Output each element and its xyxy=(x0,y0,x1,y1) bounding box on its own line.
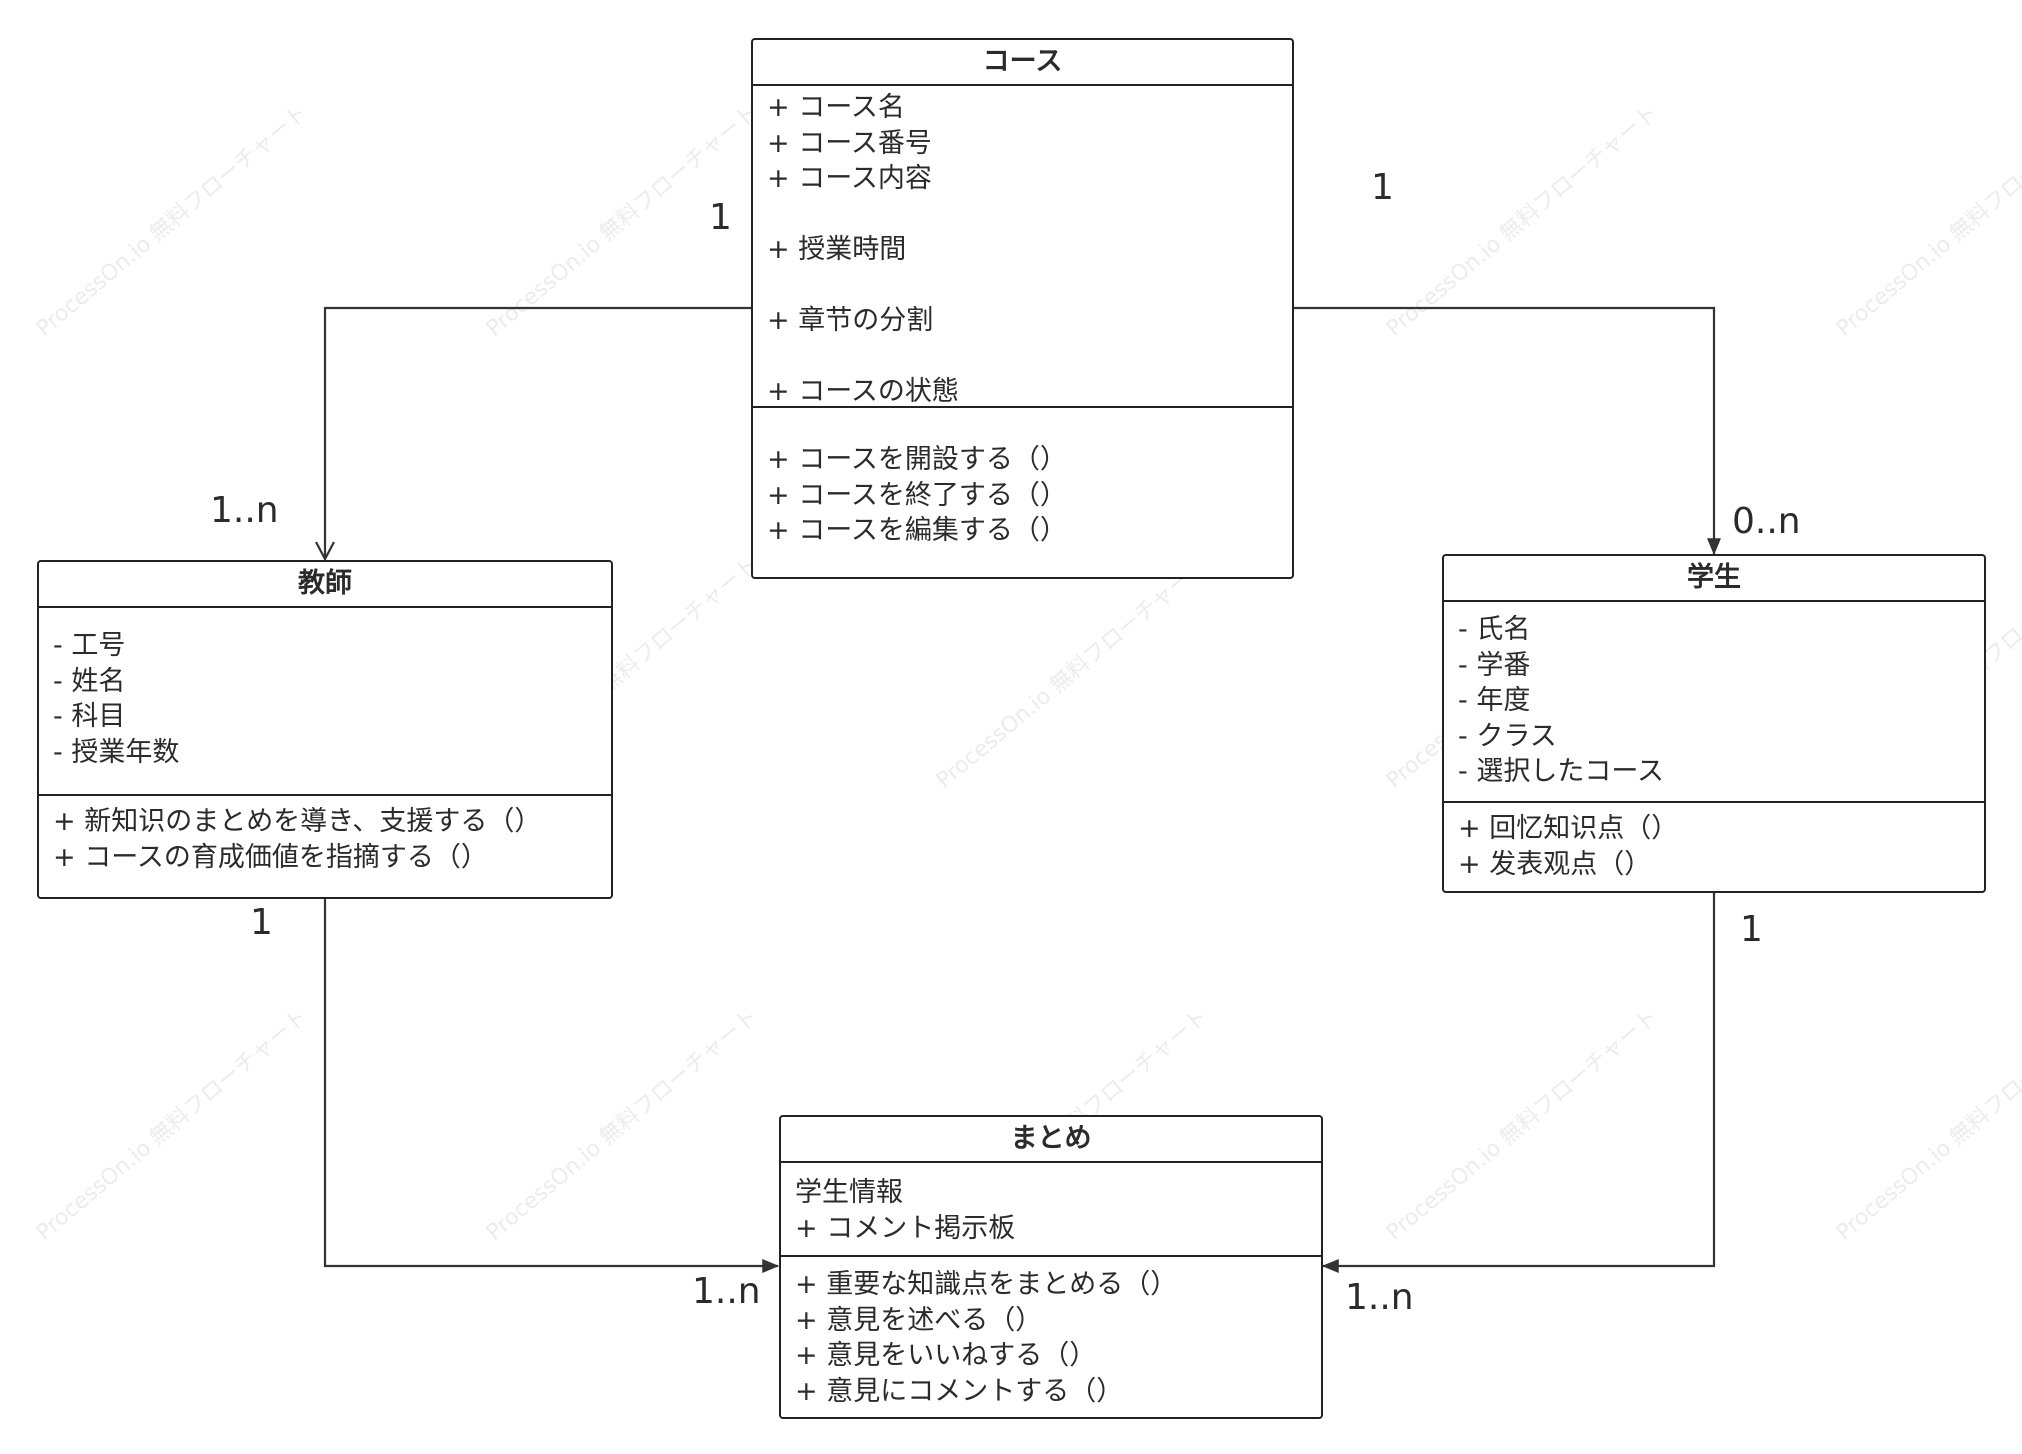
class-student-methods: + 回忆知识点（） + 发表观点（） xyxy=(1444,803,1984,882)
method-item: + 意見をいいねする（） xyxy=(795,1340,1097,1371)
multiplicity-course-student-source: 1 xyxy=(1371,167,1394,208)
class-course-methods: + コースを開設する（） + コースを終了する（） + コースを編集する（） xyxy=(753,408,1292,549)
class-summary-attributes: 学生情報 + コメント掲示板 xyxy=(781,1163,1321,1257)
multiplicity-student-summary-target: 1..n xyxy=(1345,1277,1414,1318)
attribute-item: + 章节の分割 xyxy=(767,305,934,336)
method-item: + 意見にコメントする（） xyxy=(795,1375,1124,1407)
attribute-item: - クラス xyxy=(1458,720,1557,752)
method-item: + コースを開設する（） xyxy=(767,444,1067,475)
attribute-item: 学生情報 xyxy=(795,1177,903,1208)
class-teacher[interactable]: 教師 - 工号 - 姓名 - 科目 - 授業年数 + 新知识のまとめを導き、支援… xyxy=(37,560,613,899)
attribute-item: + コース内容 xyxy=(767,163,932,194)
class-summary-title: まとめ xyxy=(781,1117,1321,1163)
method-item: + 新知识のまとめを導き、支援する（） xyxy=(53,806,542,837)
course-teacher-connector[interactable] xyxy=(325,306,751,559)
attribute-item: - 年度 xyxy=(1458,685,1531,716)
multiplicity-teacher-summary-source: 1 xyxy=(250,902,273,943)
attribute-item: + 授業時間 xyxy=(767,234,907,265)
class-summary-methods: + 重要な知識点をまとめる（） + 意見を述べる（） + 意見をいいねする（） … xyxy=(781,1257,1321,1409)
class-teacher-attributes: - 工号 - 姓名 - 科目 - 授業年数 xyxy=(39,608,611,796)
attribute-item: - 学番 xyxy=(1458,649,1531,681)
method-item: + 意見を述べる（） xyxy=(795,1304,1043,1336)
multiplicity-course-teacher-target: 1..n xyxy=(210,490,279,531)
multiplicity-student-summary-source: 1 xyxy=(1740,909,1763,950)
attribute-item: - 授業年数 xyxy=(53,736,180,768)
class-teacher-methods: + 新知识のまとめを導き、支援する（） + コースの育成価値を指摘する（） xyxy=(39,796,611,875)
class-student-attributes: - 氏名 - 学番 - 年度 - クラス - 選択したコース xyxy=(1444,602,1984,803)
class-student[interactable]: 学生 - 氏名 - 学番 - 年度 - クラス - 選択したコース + 回忆知识… xyxy=(1442,554,1986,893)
method-item: + 回忆知识点（） xyxy=(1458,813,1679,844)
method-item: + 重要な知識点をまとめる（） xyxy=(795,1269,1178,1300)
attribute-item: - 工号 xyxy=(53,630,126,661)
class-course[interactable]: コース + コース名 + コース番号 + コース内容 + 授業時間 + 章节の分… xyxy=(751,38,1294,579)
method-item: + 发表观点（） xyxy=(1458,848,1652,880)
attribute-item: - 選択したコース xyxy=(1458,756,1664,787)
method-item: + コースを終了する（） xyxy=(767,479,1067,511)
attribute-item: - 姓名 xyxy=(53,665,126,697)
course-student-connector[interactable] xyxy=(1294,306,1721,556)
attribute-item: + コメント掲示板 xyxy=(795,1212,1016,1244)
multiplicity-teacher-summary-target: 1..n xyxy=(692,1271,761,1312)
attribute-item: + コース番号 xyxy=(767,127,932,159)
student-summary-connector[interactable] xyxy=(1321,893,1716,1273)
multiplicity-course-teacher-source: 1 xyxy=(709,197,732,238)
class-course-title: コース xyxy=(753,40,1292,86)
class-teacher-title: 教師 xyxy=(39,562,611,608)
class-summary[interactable]: まとめ 学生情報 + コメント掲示板 + 重要な知識点をまとめる（） + 意見を… xyxy=(779,1115,1323,1419)
attribute-item: + コースの状態 xyxy=(767,376,959,407)
method-item: + コースを編集する（） xyxy=(767,515,1067,546)
method-item: + コースの育成価値を指摘する（） xyxy=(53,841,488,873)
attribute-item: - 氏名 xyxy=(1458,614,1531,645)
multiplicity-course-student-target: 0..n xyxy=(1732,501,1801,542)
teacher-summary-connector[interactable] xyxy=(323,898,780,1273)
class-student-title: 学生 xyxy=(1444,556,1984,602)
attribute-item: + コース名 xyxy=(767,92,905,123)
attribute-item: - 科目 xyxy=(53,701,126,732)
class-course-attributes: + コース名 + コース番号 + コース内容 + 授業時間 + 章节の分割 + … xyxy=(753,86,1292,408)
